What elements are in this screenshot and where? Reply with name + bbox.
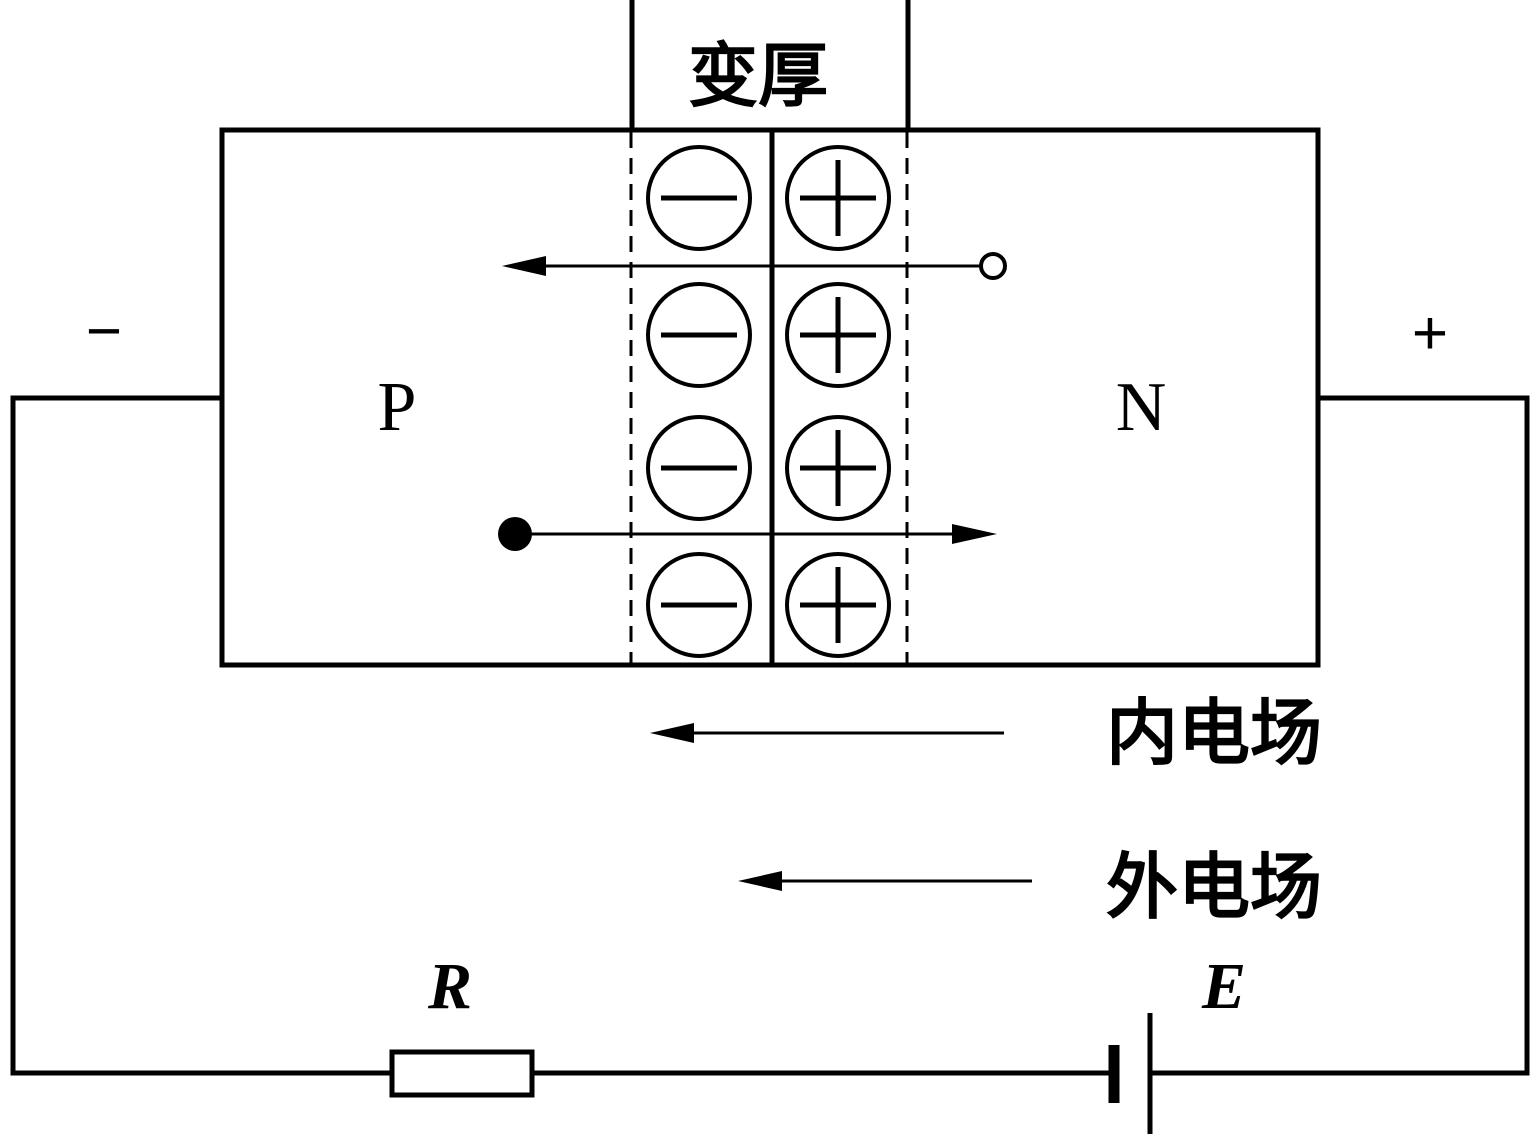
left-circuit-wire [10,395,392,1076]
widening-label: 变厚 [688,34,828,117]
negative-ion [646,415,752,521]
electron-carrier [498,517,532,551]
battery [1108,1013,1153,1134]
positive-ion [785,145,891,251]
electron-drift-arrow [498,517,997,551]
resistor-label: R [427,950,472,1023]
external-field-arrow [738,871,1032,891]
internal-field-arrow [650,723,1004,743]
negative-ion [646,145,752,251]
resistor [389,1049,535,1098]
right-circuit-wire [1150,395,1530,1076]
hole-drift-arrow [502,252,1007,280]
external-field-label: 外电场 [1106,844,1322,929]
positive-ion [785,552,891,658]
internal-field-label: 内电场 [1106,690,1322,775]
negative-ion [646,552,752,658]
positive-terminal-label: + [1412,299,1448,368]
negative-ion [646,282,752,388]
negative-ion-column [646,145,752,658]
positive-ion [785,415,891,521]
n-region-label: N [1116,369,1167,446]
battery-label: E [1201,950,1246,1023]
positive-ion-column [785,145,891,658]
p-region-label: P [378,369,417,446]
negative-terminal-label: − [86,297,122,366]
hole-carrier [979,252,1007,280]
positive-ion [785,282,891,388]
